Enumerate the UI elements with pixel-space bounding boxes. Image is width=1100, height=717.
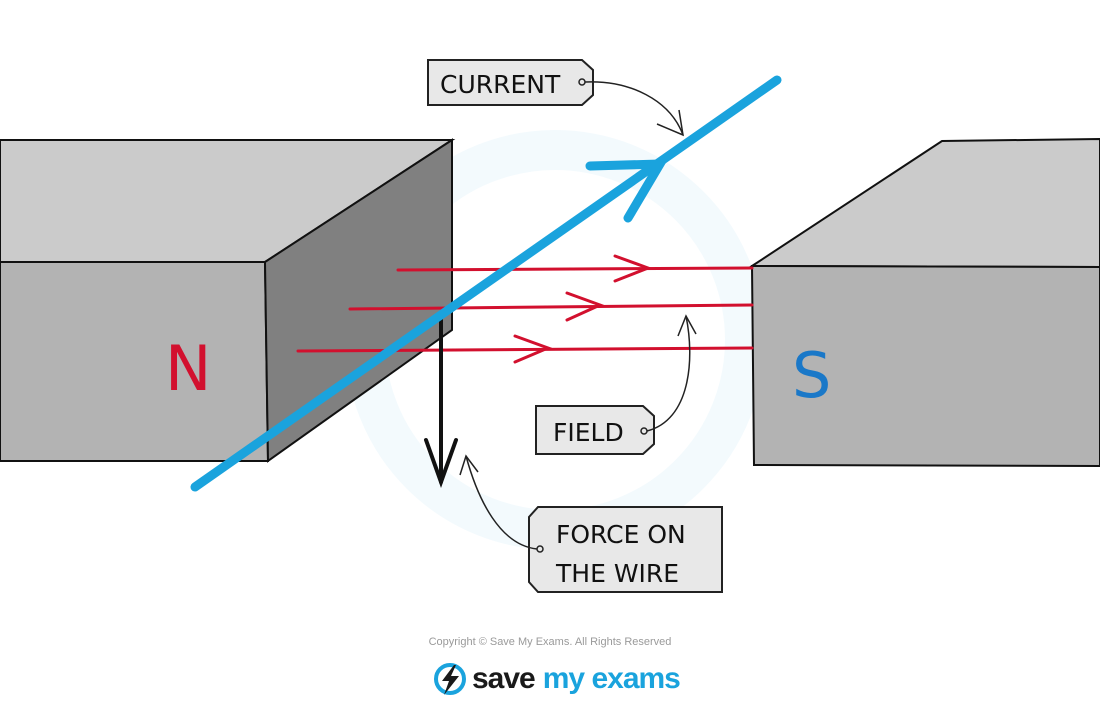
field-label-tag: FIELD [535,314,697,455]
north-pole-label: N [165,332,211,405]
field-line [296,346,754,353]
field-line [396,266,754,272]
brand-logo[interactable]: save my exams [432,659,681,699]
field-line [348,303,754,311]
current-wire [190,75,782,492]
current-label: CURRENT [440,70,561,99]
copyright-text: Copyright © Save My Exams. All Rights Re… [428,636,672,648]
force-label-line1: FORCE ON [556,520,686,549]
north-magnet-front [0,261,270,462]
south-magnet-top [748,137,1100,269]
field-line-arrowhead [565,291,604,322]
magnetic-field-lines [296,254,754,364]
force-label-line2: THE WIRE [555,559,679,588]
field-label: FIELD [553,418,624,447]
brand-word-save: save [472,662,536,695]
south-pole-label: S [792,339,831,412]
field-line-arrowhead [613,254,653,283]
brand-word-myexams: my exams [542,662,681,695]
south-magnet: S [748,137,1100,468]
lightning-bolt-icon [434,663,466,695]
current-arrowhead [585,159,669,223]
north-magnet-side [263,138,453,463]
north-magnet: N [0,138,456,463]
south-magnet-front [750,264,1100,468]
field-line-arrowhead [513,334,553,364]
force-arrow [424,318,458,488]
force-label-tag: FORCE ON THE WIRE [459,454,723,593]
current-label-tag: CURRENT [427,59,684,137]
